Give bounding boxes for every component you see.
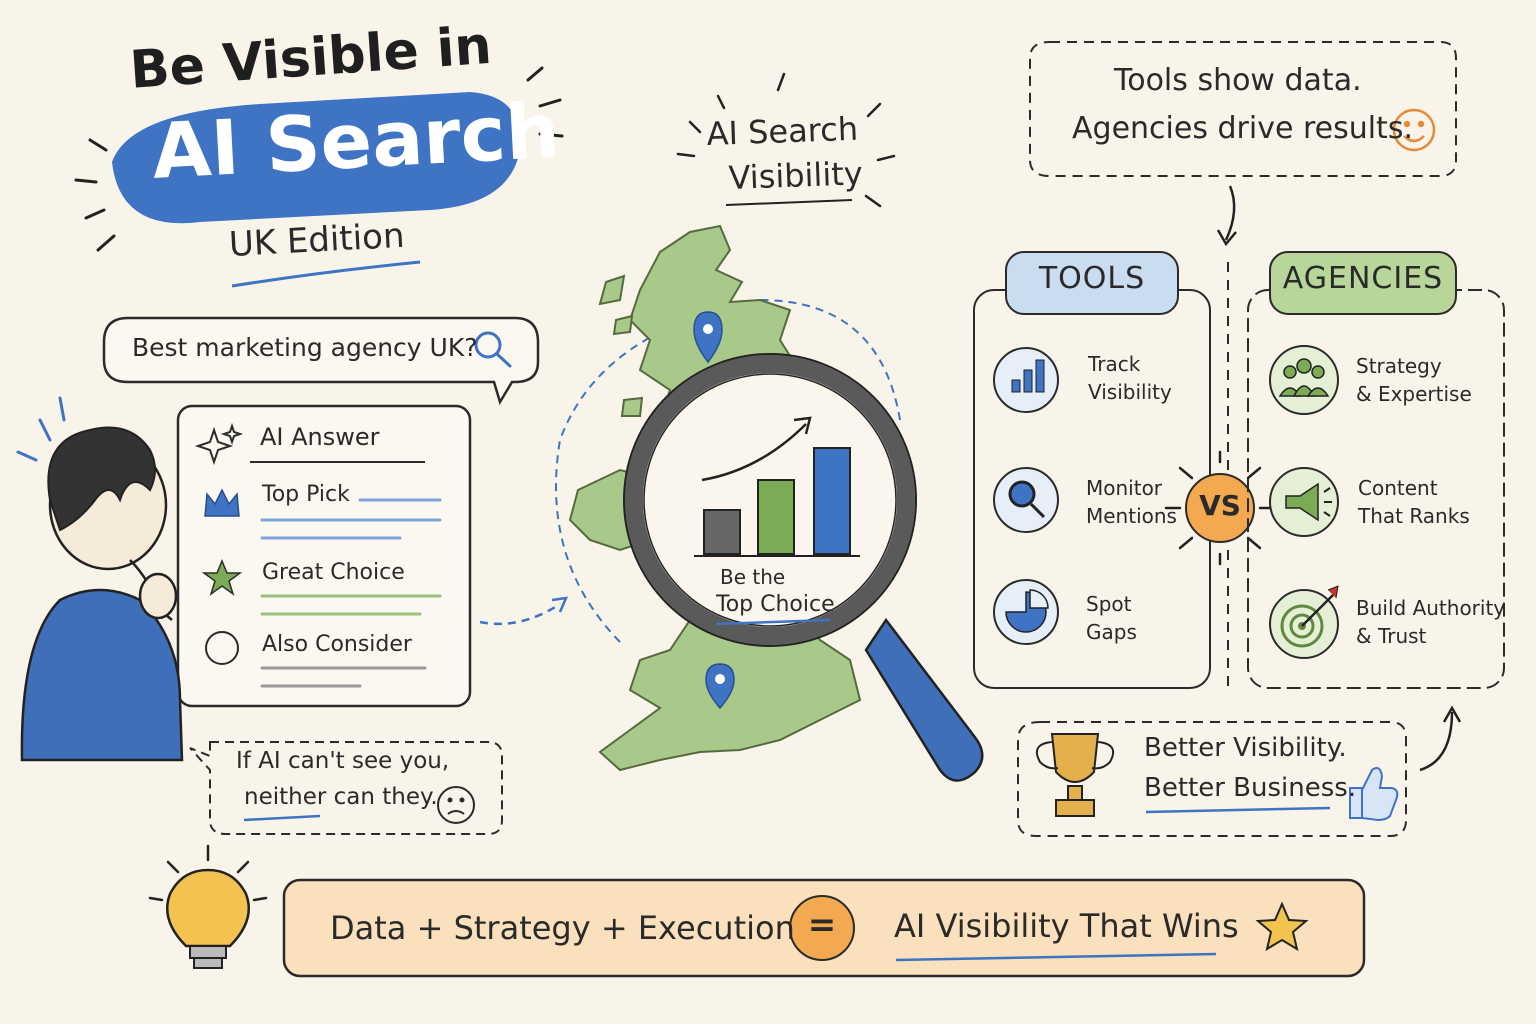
warning-line-2: neither can they. xyxy=(244,784,438,810)
star-icon xyxy=(201,559,243,596)
answer-item-great-choice: Great Choice xyxy=(262,560,405,585)
agency-item-2: Content That Ranks xyxy=(1358,474,1470,530)
sparkle-icon xyxy=(194,422,244,466)
tool-item-3: Spot Gaps xyxy=(1086,590,1137,646)
business-box xyxy=(1017,721,1407,837)
lens-line-1: Be the xyxy=(720,565,786,589)
trend-arrow xyxy=(701,423,807,482)
tools-heading: TOOLS xyxy=(1038,261,1146,296)
magnifier xyxy=(623,353,984,782)
tools-header xyxy=(1005,251,1179,315)
map-pin-south xyxy=(705,663,735,710)
lens-line-2: Top Choice xyxy=(716,592,835,617)
thumbs-up-icon xyxy=(1349,767,1399,822)
tool-item-1: Track Visibility xyxy=(1088,350,1172,406)
agency-item-3: Build Authority & Trust xyxy=(1356,594,1505,650)
tool-item-2-line-2: Mentions xyxy=(1086,504,1177,528)
result-line-1: Better Visibility. xyxy=(1144,733,1347,763)
title-underline xyxy=(231,260,421,288)
agency-item-2-line-1: Content xyxy=(1358,476,1438,500)
light-bulb-icon xyxy=(148,844,268,969)
map-pin-north xyxy=(693,311,723,364)
circle-icon xyxy=(205,631,239,665)
formula-left: Data + Strategy + Execution xyxy=(330,909,795,947)
title-highlight xyxy=(112,92,521,224)
ai-answer-card xyxy=(176,404,472,708)
map-caption-line-1: AI Search xyxy=(705,109,859,153)
sad-face-icon xyxy=(437,786,475,824)
tool-item-1-line-1: Track xyxy=(1088,352,1141,376)
star-outline-icon xyxy=(1255,901,1309,952)
result-line-2: Better Business. xyxy=(1144,773,1357,803)
tool-item-2: Monitor Mentions xyxy=(1086,474,1177,530)
tool-item-3-line-1: Spot xyxy=(1086,592,1132,616)
formula-equals: = xyxy=(807,905,837,945)
person-illustration xyxy=(16,396,184,762)
agency-item-3-line-1: Build Authority xyxy=(1356,596,1506,620)
answer-item-also-consider: Also Consider xyxy=(262,632,412,657)
callout-line-1: Tools show data. xyxy=(1114,63,1362,98)
equals-badge xyxy=(789,895,855,961)
trophy-icon xyxy=(1036,733,1114,817)
search-query-text: Best marketing agency UK? xyxy=(132,333,478,362)
crown-icon xyxy=(204,488,240,517)
warning-bubble xyxy=(189,741,503,835)
map-caption-line-2: Visibility xyxy=(727,154,864,197)
agency-item-2-line-2: That Ranks xyxy=(1358,504,1470,528)
formula-right: AI Visibility That Wins xyxy=(894,907,1239,945)
callout-line-2: Agencies drive results. xyxy=(1072,111,1413,146)
warning-line-1: If AI can't see you, xyxy=(236,748,450,774)
orbit-dashed xyxy=(555,298,901,643)
agency-item-1: Strategy & Expertise xyxy=(1356,352,1472,408)
smiley-icon xyxy=(1392,108,1436,152)
bar-chart-icon xyxy=(694,447,860,557)
arrow-down xyxy=(1224,185,1236,241)
agency-item-1-line-2: & Expertise xyxy=(1356,382,1472,406)
tool-item-3-line-2: Gaps xyxy=(1086,620,1137,644)
answer-item-top-pick: Top Pick xyxy=(262,482,350,507)
arrow-up xyxy=(1419,711,1454,772)
vs-label: VS xyxy=(1199,489,1241,522)
query-bubble xyxy=(102,316,540,406)
agency-item-1-line-1: Strategy xyxy=(1356,354,1442,378)
arrow-to-map xyxy=(479,602,561,626)
tool-item-1-line-2: Visibility xyxy=(1088,380,1172,404)
agencies-heading: AGENCIES xyxy=(1282,261,1444,296)
vs-badge xyxy=(1185,473,1255,543)
title-sparkles xyxy=(74,66,564,252)
agencies-header xyxy=(1269,251,1457,315)
agency-item-3-line-2: & Trust xyxy=(1356,624,1427,648)
strategy-people-icon xyxy=(1269,345,1339,415)
search-icon xyxy=(474,331,512,368)
ai-answer-heading: AI Answer xyxy=(260,423,380,451)
tool-item-2-line-1: Monitor xyxy=(1086,476,1163,500)
